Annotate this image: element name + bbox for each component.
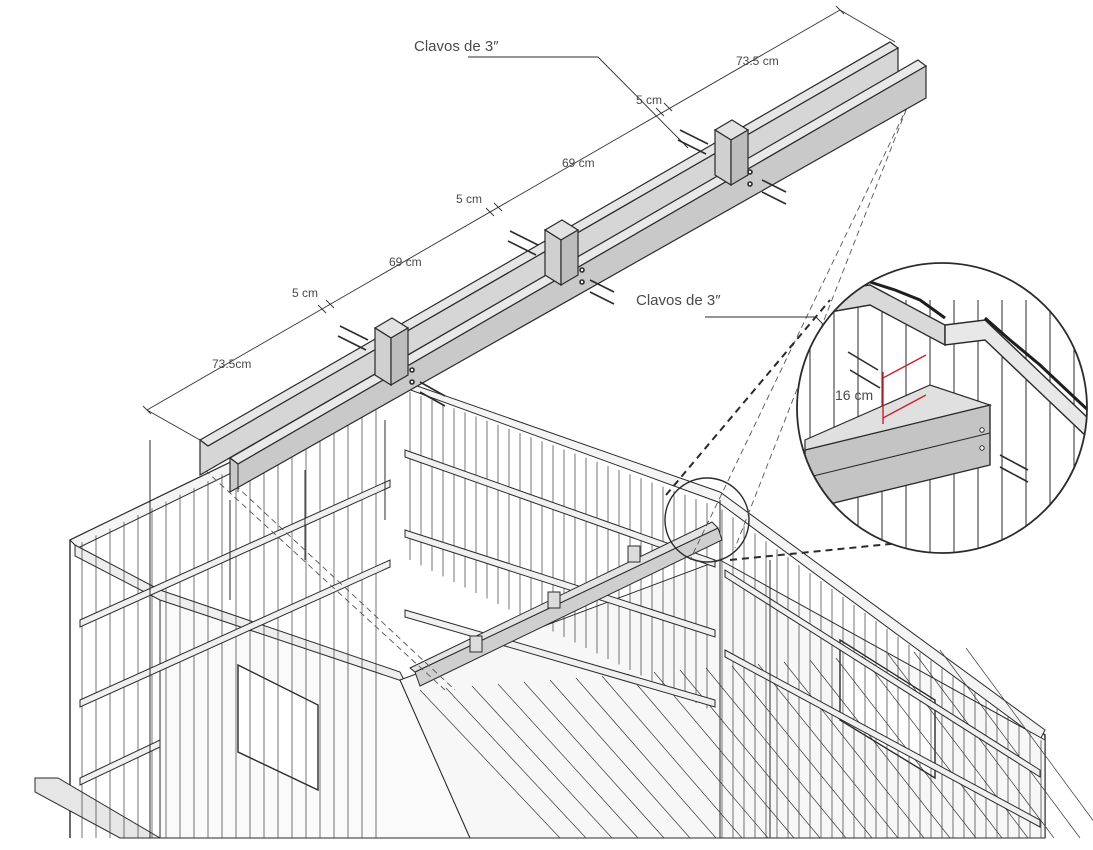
dim-label-gap-2: 5 cm <box>456 192 482 206</box>
nail-hole <box>409 367 415 373</box>
dim-label-span-1: 69 cm <box>562 156 595 170</box>
floor-board-line <box>809 659 951 839</box>
dimension-lines <box>142 5 896 441</box>
dim-label-end-right: 73.5 cm <box>736 54 779 68</box>
wall-rails <box>79 420 1041 838</box>
nail <box>761 179 787 193</box>
callout-circle-small <box>664 477 750 563</box>
floor-board-line <box>419 689 561 839</box>
installed-block-3 <box>627 545 641 563</box>
nail-hole <box>747 181 753 187</box>
floor-board-line <box>913 651 1055 839</box>
wall-rail <box>724 649 1041 828</box>
installed-block-1 <box>469 635 483 653</box>
dim-label-span-2: 69 cm <box>389 255 422 269</box>
nail <box>589 279 615 293</box>
nail <box>419 381 446 397</box>
floor-board-line <box>523 681 665 839</box>
floor-board-line <box>653 671 795 839</box>
dim-tick <box>493 202 503 212</box>
dim-tick <box>142 405 152 415</box>
nail-hole <box>409 379 415 385</box>
dim-tick <box>485 207 495 217</box>
installed-beam-top <box>409 521 719 673</box>
detail-measurement <box>882 354 927 424</box>
floor-board-line <box>497 683 639 839</box>
nail <box>419 391 446 407</box>
callout-connectors <box>665 299 931 561</box>
floor-board-line <box>757 663 899 839</box>
dim-tick <box>317 304 327 314</box>
dim-tick <box>835 5 845 15</box>
nail <box>679 129 709 145</box>
nail <box>589 291 615 305</box>
floor-board-line <box>601 675 743 839</box>
floor-board-line <box>575 677 717 839</box>
dimension-ticks <box>142 5 845 415</box>
installed-block-2 <box>547 591 561 609</box>
floor-board-line <box>471 685 613 839</box>
wall-rail <box>79 479 391 628</box>
side-window <box>839 638 936 780</box>
detail-circle <box>796 262 1088 554</box>
nail-hole <box>579 267 585 273</box>
wall-rail <box>79 739 161 786</box>
floor-board-line <box>731 665 873 839</box>
nails <box>337 129 787 407</box>
floor-board-line <box>445 687 587 839</box>
dim-tick <box>655 107 665 117</box>
nail <box>339 325 369 341</box>
installed-ridge-beam <box>409 521 723 687</box>
floor-board-line <box>705 667 847 839</box>
nails-label-detail: Clavos de 3″ <box>636 292 721 309</box>
detail-nail-hole-1 <box>979 427 985 433</box>
spacer-block-2 <box>543 219 580 287</box>
nails-label-top: Clavos de 3″ <box>414 38 499 55</box>
detail-roof-right <box>944 319 1087 442</box>
nail <box>337 335 367 351</box>
nail-hole <box>579 279 585 285</box>
sill-board <box>34 777 162 839</box>
nail <box>507 240 537 256</box>
spacer-block-1 <box>373 317 410 387</box>
floor-board-line <box>627 673 769 839</box>
dim-tick <box>325 299 335 309</box>
floor-board-line <box>783 661 925 839</box>
dim-label-detail: 16 cm <box>835 387 873 403</box>
dim-tick <box>663 102 673 112</box>
detail-nail-hole-2 <box>979 445 985 451</box>
wall-rail <box>404 529 716 638</box>
nail <box>761 191 787 205</box>
dim-label-end-left: 73.5cm <box>212 357 251 371</box>
wall-rail <box>79 559 391 708</box>
nail <box>509 230 539 246</box>
spacer-block-3 <box>713 119 750 187</box>
wall-rail <box>724 569 1041 778</box>
dim-label-gap-3: 5 cm <box>292 286 318 300</box>
floor-board-line <box>549 679 691 839</box>
floor-board-line <box>861 655 1003 839</box>
nail-hole <box>747 169 753 175</box>
floor-board-line <box>939 649 1081 839</box>
detail-shingles <box>869 280 1087 414</box>
floor-board-line <box>965 647 1093 821</box>
dim-label-gap-1: 5 cm <box>636 93 662 107</box>
dim-baseline <box>146 9 841 411</box>
wall-rail <box>404 449 716 568</box>
detail-beam-top <box>804 384 993 451</box>
floor <box>399 559 1046 839</box>
